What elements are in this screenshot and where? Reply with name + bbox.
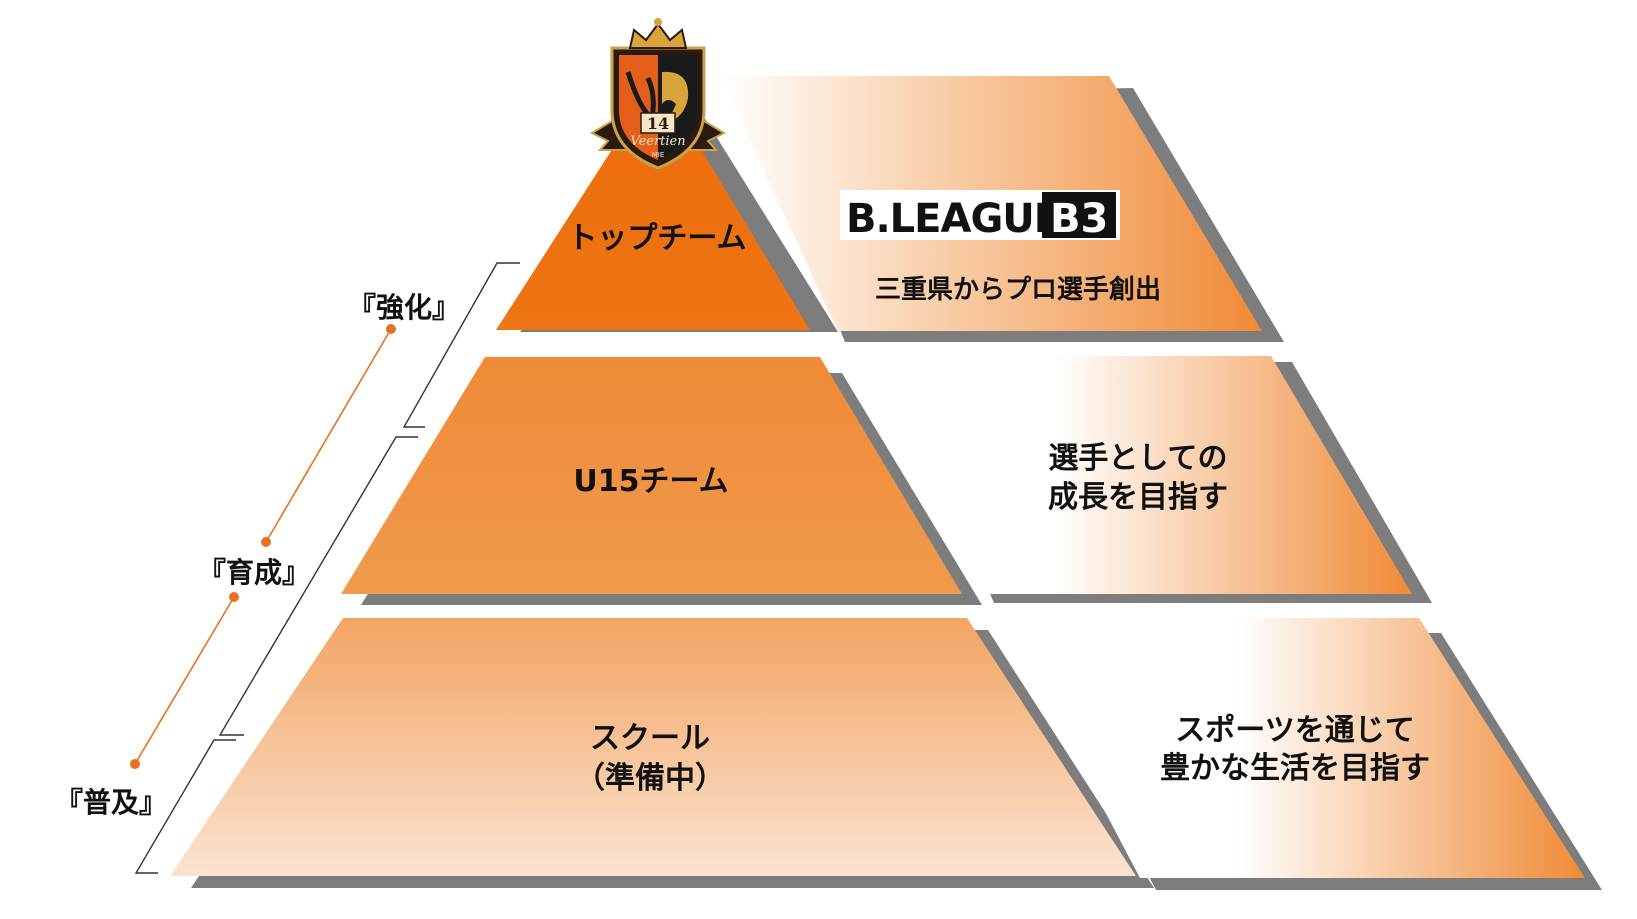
tier-bot-face — [170, 618, 1136, 876]
right-mid-text-line1: 選手としての — [1048, 441, 1227, 476]
stage-label-develop: 『育成』 — [198, 556, 310, 589]
bracket-lines — [134, 262, 520, 874]
stage-connectors — [130, 324, 396, 769]
right-mid-face — [864, 356, 1412, 594]
right-mid-text-line2: 成長を目指す — [1048, 480, 1228, 515]
tier-bot-label-line2: （準備中） — [575, 761, 725, 796]
connector-dot — [386, 324, 396, 334]
bleague-b3-badge: B3 — [1050, 196, 1108, 242]
tier-mid-label: U15チーム — [573, 464, 728, 499]
right-bot-text-line2: 豊かな生活を目指す — [1160, 751, 1430, 786]
connector-dot — [130, 759, 140, 769]
crest-icon: 14 Veertien MIE — [589, 18, 727, 170]
stage-label-spread: 『普及』 — [55, 786, 167, 819]
right-bot-text-line1: スポーツを通じて — [1175, 713, 1414, 748]
right-bot-face — [1003, 618, 1585, 878]
stage-label-strengthen: 『強化』 — [348, 291, 460, 324]
tier-bot-label-line1: スクール — [590, 721, 710, 756]
bracket-bot — [134, 739, 236, 874]
bleague-logo: B.LEAGUE B3 — [840, 190, 1120, 242]
bracket-mid — [218, 436, 418, 736]
tier-mid-face — [341, 357, 962, 594]
crest-numeral: 14 — [647, 114, 669, 133]
crest-sub: MIE — [652, 151, 665, 159]
tier-top-label: トップチーム — [567, 221, 746, 256]
crest-wordmark: Veertien — [630, 134, 685, 149]
tier-top-face — [496, 78, 810, 330]
bracket-top — [402, 262, 520, 428]
connector-dot — [261, 537, 271, 547]
right-top-text: 三重県からプロ選手創出 — [875, 275, 1161, 305]
bleague-wordmark: B.LEAGUE — [846, 196, 1060, 242]
connector-dot — [229, 592, 239, 602]
